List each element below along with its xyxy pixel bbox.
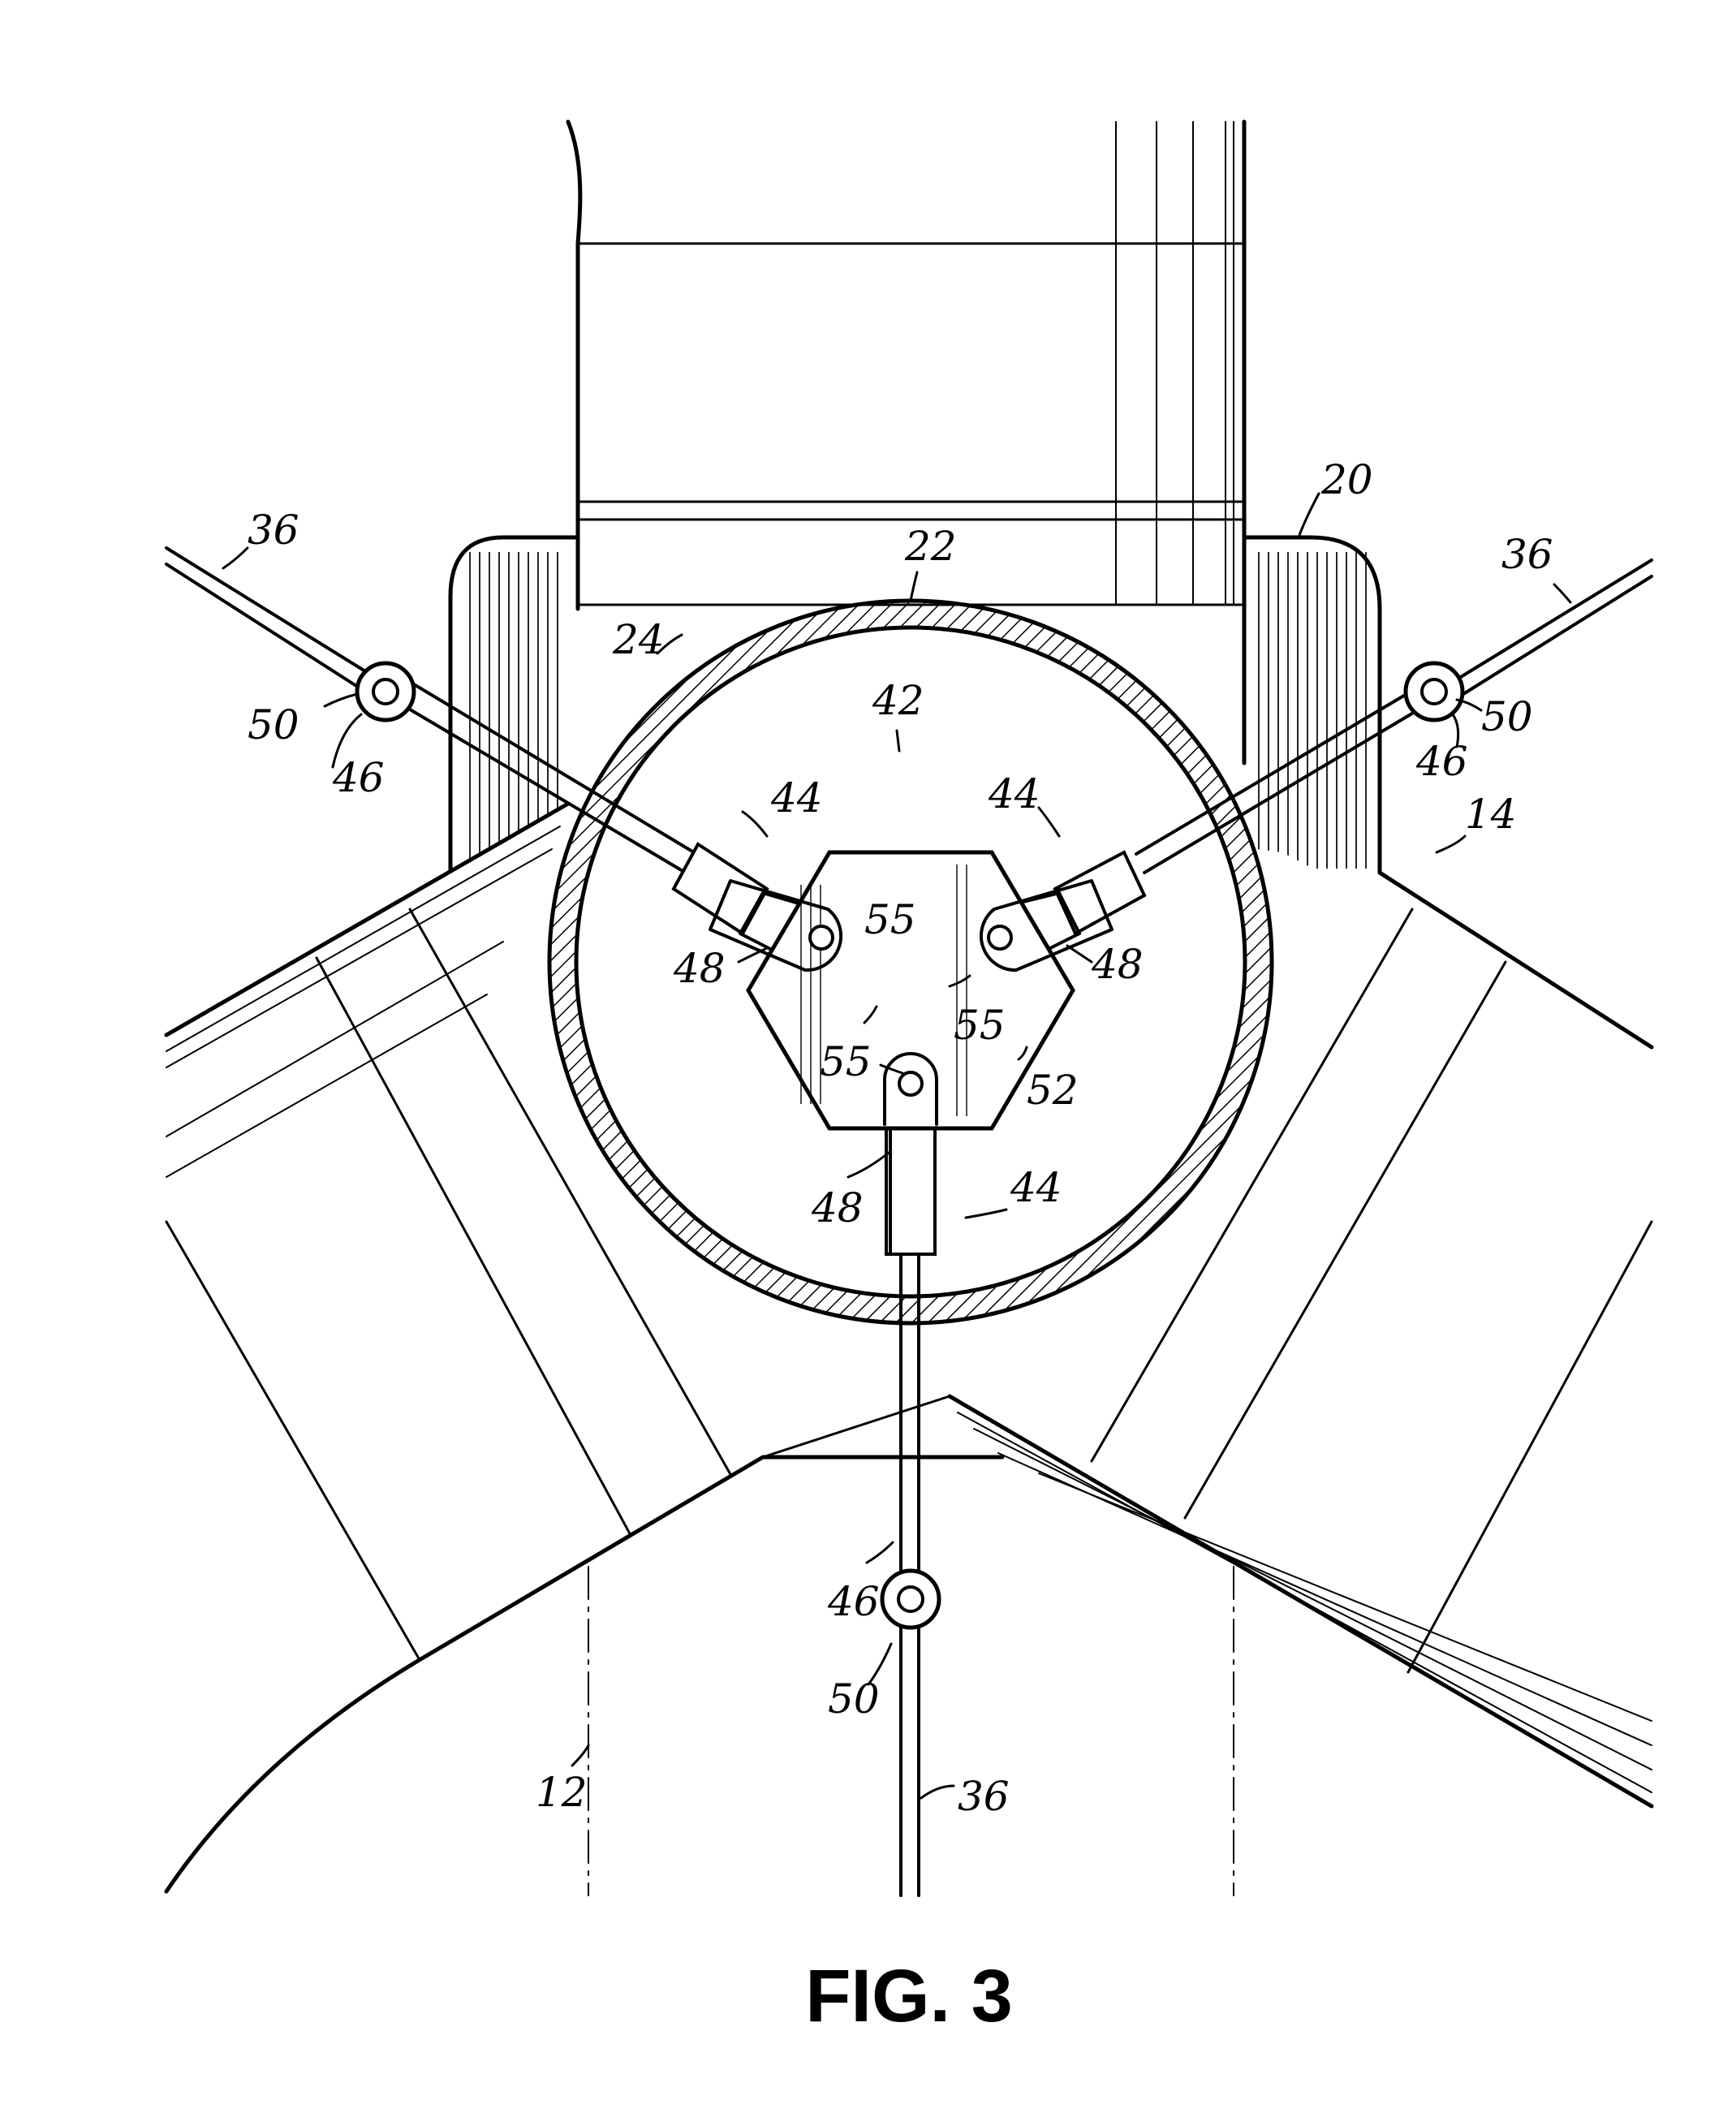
- ref-50-left: 50: [248, 701, 299, 748]
- ref-44-right: 44: [988, 770, 1040, 817]
- ref-44-bottom: 44: [1010, 1164, 1062, 1211]
- ref-48-left: 48: [673, 945, 726, 992]
- ref-55-bottom: 55: [820, 1038, 872, 1085]
- hex-hub: [746, 850, 1075, 1131]
- linkages: [165, 546, 1653, 1897]
- ref-52: 52: [1027, 1067, 1079, 1114]
- ref-36-right: 36: [1501, 531, 1553, 578]
- ref-55-left: 55: [864, 896, 916, 943]
- ref-46-left: 46: [332, 754, 385, 801]
- hub-collar: [448, 535, 1382, 875]
- ref-46-right: 46: [1415, 738, 1468, 785]
- ref-14: 14: [1465, 791, 1517, 838]
- ref-12: 12: [536, 1769, 588, 1816]
- ref-22: 22: [904, 523, 957, 570]
- ref-42: 42: [872, 677, 924, 724]
- inner-link-ends: [709, 879, 1114, 1126]
- ref-46-bottom: 46: [827, 1578, 880, 1625]
- ref-50-right: 50: [1481, 693, 1533, 740]
- ref-55-right: 55: [954, 1002, 1006, 1049]
- ref-48-bottom: 48: [811, 1184, 864, 1231]
- ref-36-bottom: 36: [958, 1773, 1010, 1820]
- eyelets: [355, 661, 1465, 1630]
- reference-numerals: 20 22 24 36 36 14 50 50 46 46 42 44 44 5…: [248, 456, 1553, 1820]
- figure-caption: FIG. 3: [805, 1955, 1013, 2038]
- ref-50-bottom: 50: [828, 1675, 880, 1723]
- ref-48-right: 48: [1091, 941, 1144, 988]
- leader-lines: [222, 492, 1572, 1800]
- ref-36-left: 36: [248, 507, 299, 554]
- ref-44-left: 44: [770, 774, 823, 822]
- ref-24: 24: [612, 616, 665, 663]
- ref-20: 20: [1320, 456, 1373, 503]
